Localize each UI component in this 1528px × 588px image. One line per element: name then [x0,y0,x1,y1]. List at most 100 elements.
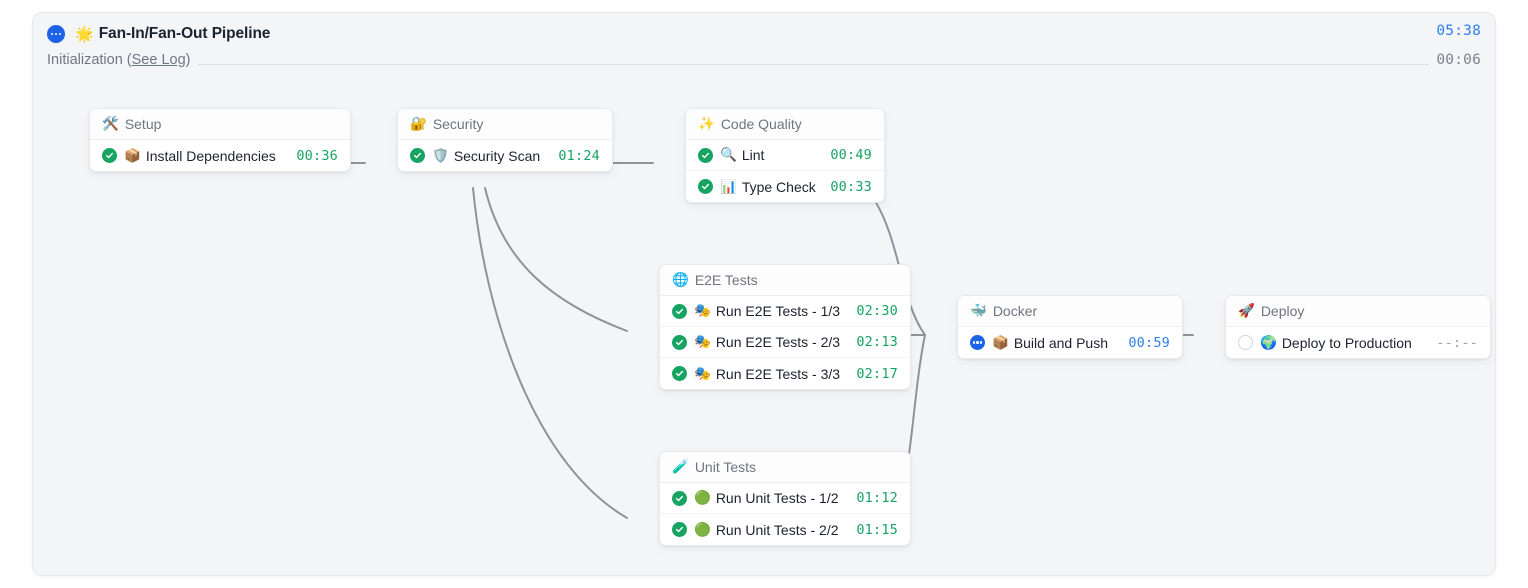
step-timer: 00:59 [1128,334,1170,351]
setup-emoji-icon: 🛠️ [102,116,119,132]
node-header-deploy: 🚀 Deploy [1226,296,1490,327]
check-icon [675,526,684,533]
step-row[interactable]: 🌍Deploy to Production --:-- [1226,327,1490,358]
step-emoji-icon: 🛡️ [432,147,449,163]
node-title: Docker [992,303,1038,319]
step-label: Install Dependencies [145,147,276,164]
stage-status-text: Initialization (See Log) [47,52,191,68]
status-check-icon [410,148,425,163]
node-header-docker: 🐳 Docker [958,296,1182,327]
pipeline-header: 🌟 Fan-In/Fan-Out Pipeline 05:38 [47,21,1481,47]
step-timer: 02:13 [856,334,898,350]
step-row[interactable]: 🎭Run E2E Tests - 2/3 02:13 [660,327,910,358]
node-title: Unit Tests [694,459,757,475]
step-timer: 02:30 [856,303,898,319]
step-label: Build and Push [1013,334,1108,351]
step-row[interactable]: 📦Build and Push 00:59 [958,327,1182,358]
node-card-setup[interactable]: 🛠️Setup 📦Install Dependencies 00:36 [89,108,351,172]
pipeline-emoji-icon: 🌟 [75,25,94,43]
pipeline-panel: 🌟 Fan-In/Fan-Out Pipeline 05:38 Initiali… [32,12,1496,576]
status-check-icon [672,490,687,506]
step-row[interactable]: 🎭Run E2E Tests - 1/3 02:30 [660,296,910,327]
step-timer: 00:49 [830,147,872,163]
pipeline-stage-row: Initialization (See Log) 00:06 [47,49,1481,71]
status-running-dots-icon [970,335,985,350]
check-icon [675,370,684,377]
page-title: Fan-In/Fan-Out Pipeline [98,25,271,42]
check-icon [701,152,710,158]
stage-elapsed-timer: 00:06 [1436,52,1481,68]
step-label: Run Unit Tests - 2/2 [715,521,839,538]
node-title: Security [432,116,484,132]
step-row[interactable]: 🟢Run Unit Tests - 1/2 01:12 [660,483,910,514]
step-timer: 00:36 [296,147,338,164]
running-dots-icon [47,25,65,43]
step-emoji-icon: 🎭 [694,334,711,350]
step-label: Deploy to Production [1281,334,1412,351]
step-label: Run E2E Tests - 2/3 [715,334,841,350]
unit-tests-emoji-icon: 🧪 [672,459,689,475]
security-emoji-icon: 🔐 [410,116,427,132]
deploy-emoji-icon: 🚀 [1238,303,1255,319]
status-check-icon [698,179,713,194]
pipeline-elapsed-timer: 05:38 [1436,23,1481,39]
step-emoji-icon: 🟢 [694,521,711,537]
step-label: Type Check [741,178,816,195]
step-emoji-icon: 📦 [992,334,1009,350]
step-timer: --:-- [1436,334,1478,351]
node-card-deploy[interactable]: 🚀 Deploy 🌍Deploy to Production --:-- [1225,295,1491,359]
status-pending-circle-icon [1238,335,1253,350]
step-timer: 01:15 [856,521,898,538]
node-header-code-quality: ✨ Code Quality [686,109,884,140]
step-row[interactable]: 📦Install Dependencies 00:36 [90,140,350,171]
node-header-setup: 🛠️Setup [90,109,350,140]
status-check-icon [698,147,713,163]
step-emoji-icon: 🌍 [1260,334,1277,350]
e2e-tests-emoji-icon: 🌐 [672,272,689,288]
check-icon [675,339,684,345]
status-check-icon [672,366,687,381]
node-header-unit-tests: 🧪 Unit Tests [660,452,910,483]
edge-security-to-e2e-tests [484,187,628,332]
step-row[interactable]: 🟢Run Unit Tests - 2/2 01:15 [660,514,910,545]
see-log-link[interactable]: See Log [131,52,186,68]
check-icon [701,183,710,190]
stage-paren-close: ) [185,52,191,68]
step-emoji-icon: 📊 [720,178,737,194]
code-quality-emoji-icon: ✨ [698,116,715,132]
node-card-docker[interactable]: 🐳 Docker 📦Build and Push 00:59 [957,295,1183,359]
status-check-icon [672,522,687,537]
step-label: Lint [741,147,765,163]
status-check-icon [672,303,687,319]
stage-name: Initialization ( [47,52,132,68]
edge-security-to-unit-tests [472,187,628,519]
step-label: Run Unit Tests - 1/2 [715,490,839,506]
step-timer: 01:24 [558,147,600,164]
step-timer: 02:17 [856,365,898,382]
docker-emoji-icon: 🐳 [970,303,987,319]
step-label: Run E2E Tests - 3/3 [715,365,841,382]
step-emoji-icon: 🎭 [694,365,711,381]
node-title: Deploy [1260,303,1305,319]
step-label: Run E2E Tests - 1/3 [715,303,841,319]
node-header-security: 🔐 Security [398,109,612,140]
step-row[interactable]: 🎭Run E2E Tests - 3/3 02:17 [660,358,910,389]
check-icon [105,152,114,159]
status-check-icon [102,148,117,163]
status-check-icon [672,334,687,350]
step-emoji-icon: 🟢 [694,490,711,506]
step-emoji-icon: 📦 [124,147,141,163]
check-icon [413,152,422,159]
node-title: Code Quality [720,116,802,132]
step-emoji-icon: 🎭 [694,303,711,319]
step-timer: 01:12 [856,490,898,506]
check-icon [675,495,684,501]
